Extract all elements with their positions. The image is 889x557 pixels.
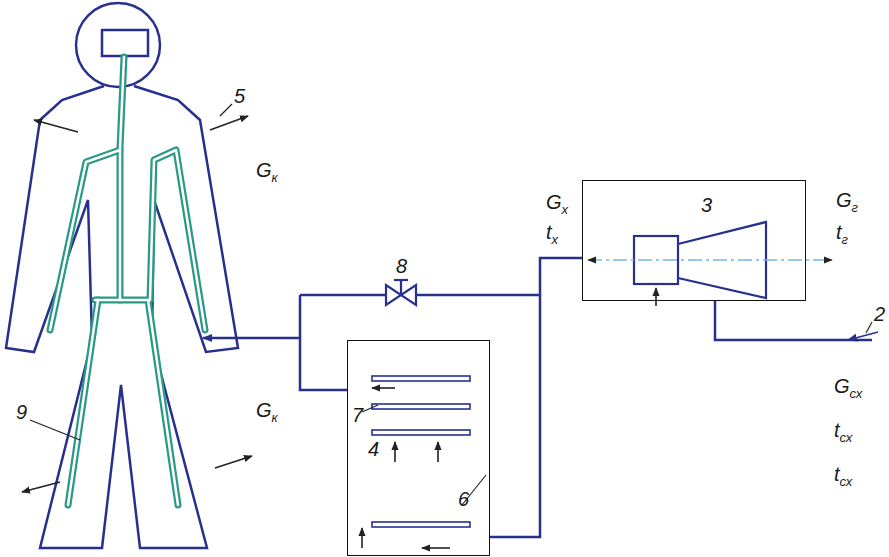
callout-number: 8 (396, 256, 407, 276)
pipe (490, 258, 582, 537)
flow-symbol: Gх (546, 192, 568, 212)
callout-number: 9 (16, 402, 27, 422)
callout-number: 2 (874, 304, 885, 324)
callout-number: 7 (352, 405, 363, 425)
heat-exchanger-box: 74 6 (347, 340, 490, 556)
air-arrows (362, 388, 450, 548)
callout-number: 5 (234, 86, 245, 106)
flow-symbol: Gсх (834, 376, 862, 396)
flow-symbol: tг (836, 222, 848, 242)
pipes (203, 295, 872, 390)
callout-number: 3 (701, 195, 712, 215)
flow-arrows (22, 116, 252, 492)
protective-suit (6, 3, 238, 548)
vortex-tube-housing: 3 (582, 180, 806, 301)
inlet-arrow (848, 332, 878, 340)
callout-number: 4 (368, 439, 379, 459)
inlet-arrow (655, 288, 657, 306)
flow-symbol: Gк (256, 400, 278, 420)
flow-symbol: tсх (834, 420, 852, 440)
flow-symbol: Gк (256, 160, 278, 180)
flow-symbol: tх (546, 222, 558, 242)
valve (386, 280, 416, 305)
flow-symbol: tсх (834, 464, 852, 484)
leader-lines (30, 104, 872, 505)
axis-line (588, 259, 832, 260)
flow-symbol: Gг (836, 190, 858, 210)
callout-number: 6 (458, 489, 469, 509)
heat-exchanger-tubes (372, 376, 470, 527)
